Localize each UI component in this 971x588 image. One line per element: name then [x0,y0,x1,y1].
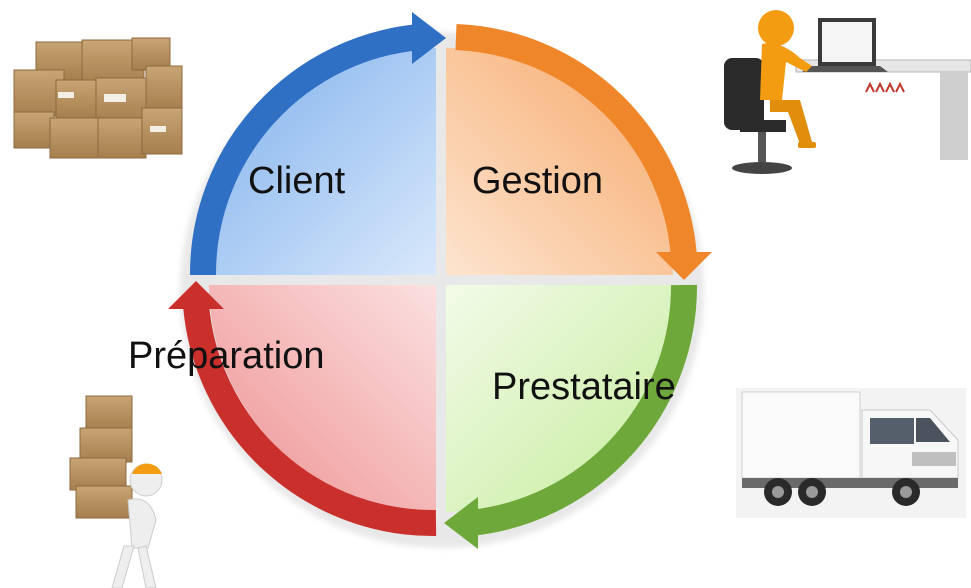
arrow-client [189,12,446,276]
quadrant-gestion [446,48,673,275]
quadrant-preparation [209,285,436,512]
quadrant-client [209,48,436,275]
arrow-preparation [168,281,437,537]
label-preparation: Préparation [128,335,325,377]
office-worker-at-desk-illustration [724,10,971,174]
quadrant-prestataire [446,285,673,512]
label-gestion: Gestion [472,160,603,202]
cardboard-boxes-illustration [13,37,183,159]
arrow-prestataire [444,284,698,549]
label-prestataire: Prestataire [492,366,676,408]
person-carrying-boxes-illustration [69,395,163,588]
label-client: Client [248,160,346,202]
delivery-truck-illustration [736,388,966,518]
arrow-gestion [455,24,712,280]
